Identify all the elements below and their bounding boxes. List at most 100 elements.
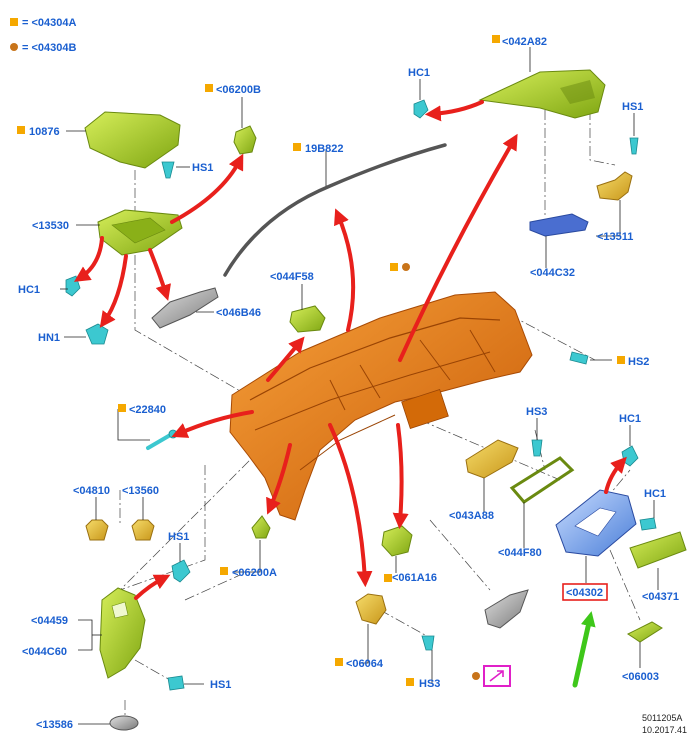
label-042A82: <042A82 (502, 36, 547, 48)
fastener-hs1-mid-icon (639, 517, 657, 531)
magenta-callout (483, 665, 511, 687)
square-marker-icon (406, 678, 414, 686)
fastener-hc1-right-icon (621, 445, 639, 467)
label-04302: <04302 (566, 587, 603, 599)
label-13586: <13586 (36, 719, 73, 731)
part-044F80-frame (509, 456, 575, 504)
label-13530: <13530 (32, 220, 69, 232)
fastener-hs1-upper-icon (161, 161, 175, 179)
part-13511-bracket (596, 171, 633, 201)
legend-dot-icon (10, 43, 18, 51)
square-marker-icon (17, 126, 25, 134)
label-10876: 10876 (29, 126, 60, 138)
fastener-hn1-icon (85, 323, 109, 345)
label-044F58: <044F58 (270, 271, 314, 283)
part-043A88-bracket (465, 439, 519, 479)
part-04371-panel (629, 531, 687, 569)
square-marker-icon (617, 356, 625, 364)
part-13586-cap (109, 715, 139, 731)
footer-reference: 5011205A (642, 713, 682, 723)
label-04810: <04810 (73, 485, 110, 497)
fastener-hs3-bottom-icon (421, 635, 435, 651)
label-06200A: <06200A (232, 567, 277, 579)
label-hs1-right: HS1 (622, 101, 643, 113)
square-marker-icon (293, 143, 301, 151)
label-044F80: <044F80 (498, 547, 542, 559)
label-hs1-bottom: HS1 (210, 679, 231, 691)
label-043A88: <043A88 (449, 510, 494, 522)
dot-marker-icon (472, 672, 480, 680)
square-marker-icon (384, 574, 392, 582)
fastener-hs1-right-icon (629, 137, 639, 155)
fastener-hc1-left-icon (65, 275, 81, 297)
label-13560: <13560 (122, 485, 159, 497)
part-22840-fastener (146, 429, 178, 450)
label-hc1-mid: HC1 (644, 488, 666, 500)
fastener-hs2-icon (569, 351, 589, 365)
dot-marker-icon (402, 263, 410, 271)
part-06200A-clip (251, 515, 271, 539)
part-044C32-bracket (529, 213, 589, 237)
label-06064: <06064 (346, 658, 384, 670)
square-marker-icon (205, 84, 213, 92)
label-06003: <06003 (622, 671, 659, 683)
part-19B822-seal (223, 143, 447, 277)
highlight-arrow (572, 611, 596, 688)
legend-square-label: = <04304A (22, 17, 76, 29)
code-markers (17, 35, 625, 686)
label-04459: <04459 (31, 615, 68, 627)
square-marker-icon (492, 35, 500, 43)
label-046B46: <046B46 (216, 307, 261, 319)
part-06003-clip (627, 621, 663, 643)
square-marker-icon (335, 658, 343, 666)
legend-square-icon (10, 18, 18, 26)
part-06200B-clip (233, 125, 257, 155)
part-044F58-module (289, 305, 326, 333)
instrument-panel-part (229, 291, 533, 521)
assembly-lines (119, 110, 641, 715)
label-19B822: 19B822 (305, 143, 344, 155)
label-hs1-mid: HS1 (168, 531, 189, 543)
part-13560-bumper (131, 519, 155, 541)
part-06064-bracket (355, 593, 387, 625)
label-hc1-right: HC1 (619, 413, 641, 425)
part-04459-side-panel (99, 587, 146, 679)
label-hs2: HS2 (628, 356, 649, 368)
label-06200B: <06200B (216, 84, 261, 96)
label-hs3-bottom: HS3 (419, 678, 440, 690)
fastener-hs3-right-icon (531, 439, 543, 457)
fastener-hc1-mid-icon (171, 559, 191, 583)
footer-date: 10.2017.41 (642, 725, 687, 734)
label-04371: <04371 (642, 591, 679, 603)
label-13511: <13511 (597, 231, 633, 243)
label-22840: <22840 (129, 404, 166, 416)
label-hs3-right: HS3 (526, 406, 547, 418)
part-labels: <042A82 HC1 <06200B HS1 10876 HS1 19B822… (18, 36, 679, 731)
part-13530-bracket (97, 209, 183, 256)
part-04810-bumper (85, 519, 109, 541)
legend: = <04304A = <04304B (10, 17, 76, 54)
label-hn1: HN1 (38, 332, 60, 344)
legend-dot-label: = <04304B (22, 42, 76, 54)
label-044C32: <044C32 (530, 267, 575, 279)
part-04302-bezel (555, 489, 637, 557)
label-hs1-upper: HS1 (192, 162, 213, 174)
part-10876-cover (84, 111, 181, 169)
label-061A16: <061A16 (392, 572, 437, 584)
part-046B46-duct (151, 287, 219, 329)
part-061A16-block (381, 525, 413, 557)
part-lower-bracket (484, 589, 529, 629)
fastener-hc1-top-icon (413, 99, 429, 119)
highlight-box-04302 (562, 583, 608, 601)
square-marker-icon (390, 263, 398, 271)
label-hc1-left: HC1 (18, 284, 40, 296)
removal-arrows (73, 100, 627, 600)
square-marker-icon (220, 567, 228, 575)
label-044C60: <044C60 (22, 646, 67, 658)
leader-lines (60, 47, 659, 725)
fastener-hs1-bottom-icon (167, 675, 185, 691)
part-042A82-cover (478, 69, 606, 119)
square-marker-icon (118, 404, 126, 412)
label-hc1-top: HC1 (408, 67, 430, 79)
